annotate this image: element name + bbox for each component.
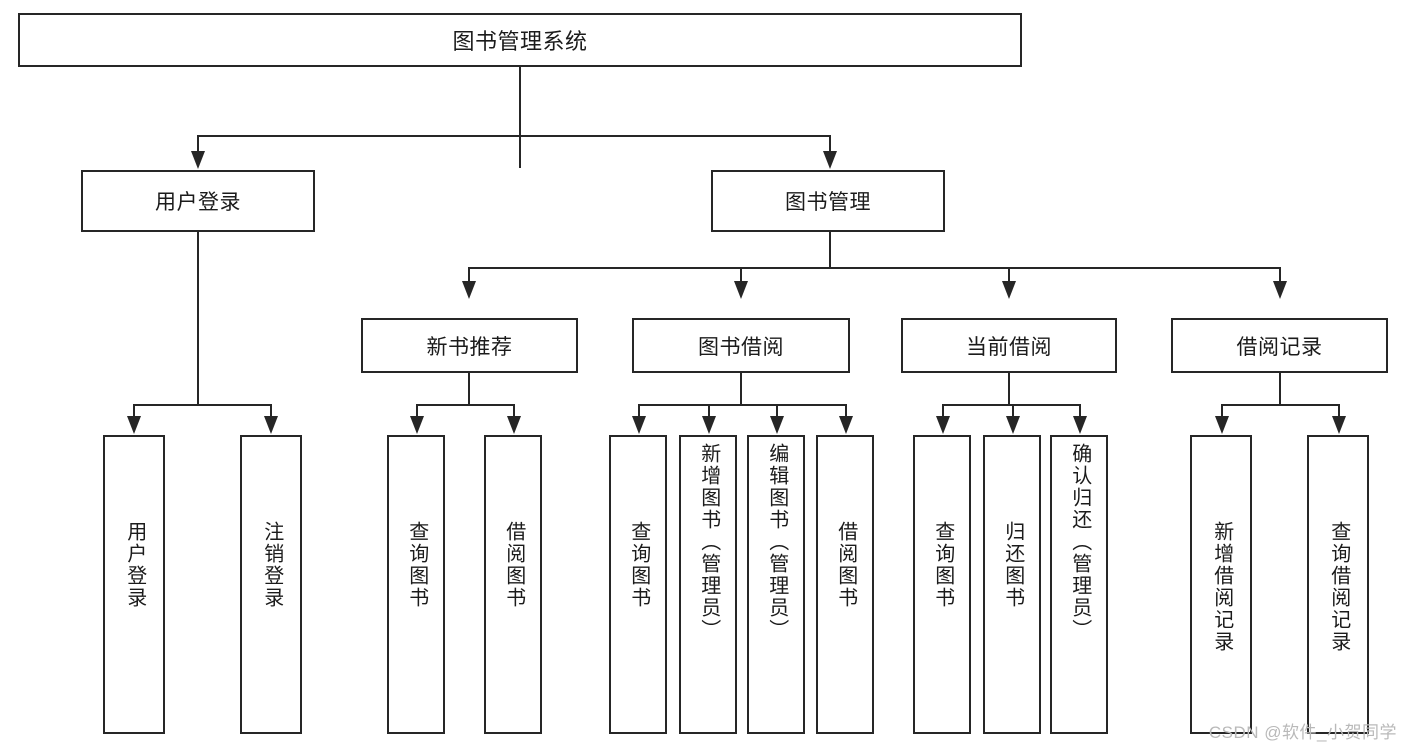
connector-bus-level3 [468,267,1280,269]
leaf-归还图书[interactable]: 归还图书 [983,435,1041,734]
connector-stem-借阅记录 [1279,373,1281,405]
connector-bus-图书借阅 [638,404,846,406]
node-新书推荐[interactable]: 新书推荐 [361,318,578,373]
connector-stem-用户登录 [197,232,199,405]
leaf-label: 借阅图书 [834,521,857,609]
connector-bus-level1 [197,135,831,137]
leaf-编辑图书-管理员[interactable]: 编辑图书（管理员） [747,435,805,734]
arrowhead-新书推荐-2 [507,416,521,434]
arrowhead-图书管理 [823,151,837,169]
node-图书管理[interactable]: 图书管理 [711,170,945,232]
arrowhead-当前借阅-3 [1073,416,1087,434]
arrowhead-借阅记录 [1273,281,1287,299]
connector-stem-图书借阅 [740,373,742,405]
leaf-查询图书-当前借阅[interactable]: 查询图书 [913,435,971,734]
node-当前借阅[interactable]: 当前借阅 [901,318,1117,373]
arrowhead-图书借阅-3 [770,416,784,434]
arrowhead-leaf-注销登录 [264,416,278,434]
node-借阅记录[interactable]: 借阅记录 [1171,318,1388,373]
leaf-label: 用户登录 [123,521,146,609]
arrowhead-借阅记录-1 [1215,416,1229,434]
node-label: 借阅记录 [1236,335,1323,359]
connector-drop-图书管理 [829,135,831,153]
leaf-借阅图书-图书借阅[interactable]: 借阅图书 [816,435,874,734]
node-图书借阅[interactable]: 图书借阅 [632,318,850,373]
connector-stem-图书管理 [829,232,831,269]
connector-drop-图书借阅-1 [638,404,640,418]
connector-drop-当前借阅-1 [942,404,944,418]
node-label: 用户登录 [155,191,241,214]
arrowhead-图书借阅 [734,281,748,299]
arrowhead-用户登录 [191,151,205,169]
arrowhead-新书推荐 [462,281,476,299]
arrowhead-新书推荐-1 [410,416,424,434]
connector-root-stem [519,67,521,168]
arrowhead-当前借阅 [1002,281,1016,299]
leaf-新增图书-管理员[interactable]: 新增图书（管理员） [679,435,737,734]
connector-bus-借阅记录 [1221,404,1338,406]
leaf-借阅图书-新书推荐[interactable]: 借阅图书 [484,435,542,734]
node-label: 图书管理 [785,191,871,214]
leaf-查询图书-图书借阅[interactable]: 查询图书 [609,435,667,734]
leaf-label: 查询图书 [405,521,428,609]
connector-drop-当前借阅-3 [1079,404,1081,418]
leaf-label: 归还图书 [1001,521,1024,609]
leaf-label: 查询图书 [931,521,954,609]
connector-bus-新书推荐 [416,404,514,406]
connector-bus-当前借阅 [942,404,1079,406]
leaf-新增借阅记录[interactable]: 新增借阅记录 [1190,435,1252,734]
connector-drop-图书借阅-3 [776,404,778,418]
leaf-用户登录[interactable]: 用户登录 [103,435,165,734]
connector-drop-leaf-注销登录 [270,404,272,418]
connector-drop-新书推荐-1 [416,404,418,418]
watermark: CSDN @软件_小贺同学 [1208,723,1397,742]
connector-drop-借阅记录-2 [1338,404,1340,418]
arrowhead-借阅记录-2 [1332,416,1346,434]
node-label: 当前借阅 [966,335,1052,359]
arrowhead-leaf-用户登录 [127,416,141,434]
leaf-label: 借阅图书 [502,521,525,609]
leaf-label: 新增图书（管理员） [697,443,720,641]
leaf-label: 注销登录 [260,521,283,609]
connector-drop-图书借阅-4 [845,404,847,418]
leaf-注销登录[interactable]: 注销登录 [240,435,302,734]
connector-drop-新书推荐 [468,267,470,283]
connector-drop-用户登录 [197,135,199,153]
leaf-查询图书-新书推荐[interactable]: 查询图书 [387,435,445,734]
connector-drop-图书借阅-2 [708,404,710,418]
connector-drop-借阅记录 [1279,267,1281,283]
connector-stem-当前借阅 [1008,373,1010,405]
connector-drop-借阅记录-1 [1221,404,1223,418]
arrowhead-当前借阅-2 [1006,416,1020,434]
node-用户登录[interactable]: 用户登录 [81,170,315,232]
connector-drop-图书借阅 [740,267,742,283]
arrowhead-当前借阅-1 [936,416,950,434]
arrowhead-图书借阅-2 [702,416,716,434]
leaf-label: 确认归还（管理员） [1068,443,1091,641]
leaf-查询借阅记录[interactable]: 查询借阅记录 [1307,435,1369,734]
leaf-label: 查询图书 [627,521,650,609]
connector-drop-新书推荐-2 [513,404,515,418]
connector-drop-当前借阅-2 [1012,404,1014,418]
leaf-label: 编辑图书（管理员） [765,443,788,641]
connector-stem-新书推荐 [468,373,470,405]
connector-drop-当前借阅 [1008,267,1010,283]
node-label: 图书借阅 [698,335,784,359]
leaf-label: 查询借阅记录 [1327,521,1350,653]
leaf-label: 新增借阅记录 [1210,521,1233,653]
arrowhead-图书借阅-4 [839,416,853,434]
node-label: 图书管理系统 [452,29,588,54]
leaf-确认归还-管理员[interactable]: 确认归还（管理员） [1050,435,1108,734]
node-root-图书管理系统[interactable]: 图书管理系统 [18,13,1022,67]
connector-bus-用户登录 [133,404,272,406]
node-label: 新书推荐 [426,335,513,359]
connector-drop-leaf-用户登录 [133,404,135,418]
arrowhead-图书借阅-1 [632,416,646,434]
